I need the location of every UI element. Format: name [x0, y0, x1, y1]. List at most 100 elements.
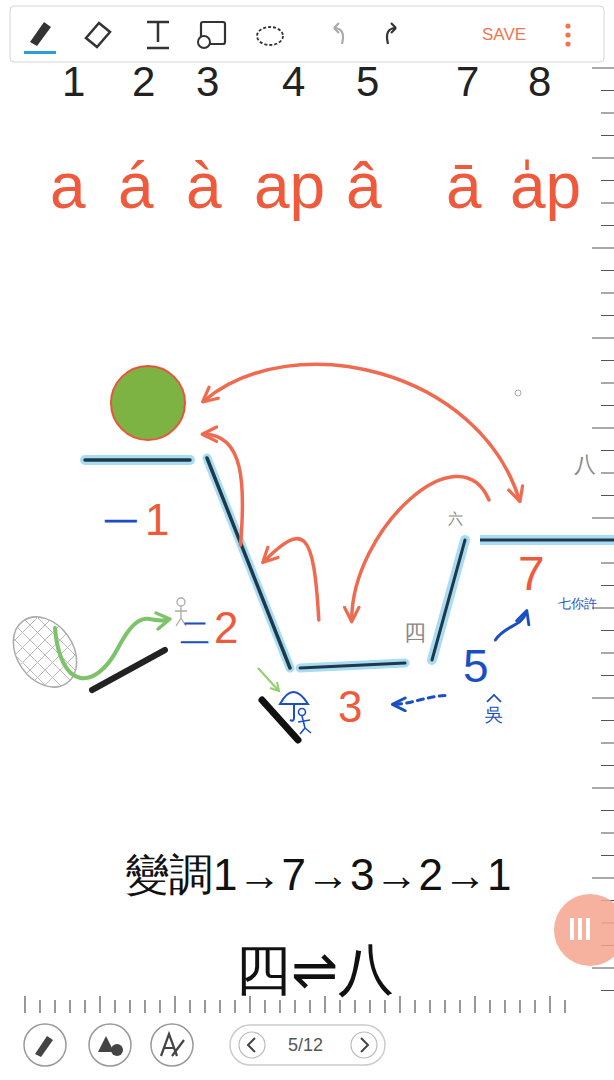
- tone-mark: a̍p: [510, 150, 581, 224]
- green-circle: [111, 366, 185, 440]
- chevron: [248, 1038, 255, 1052]
- tone-label: 二: [180, 616, 210, 651]
- umbrella-handle: [290, 704, 294, 721]
- label-holder: SAVE: [482, 25, 526, 45]
- grey-note: 八: [574, 452, 596, 477]
- tone-one: 一1: [85, 360, 204, 546]
- highlight: [207, 458, 290, 668]
- logo-badge: [554, 894, 614, 966]
- label-holder: 8: [528, 58, 551, 106]
- sandhi-arrow: [352, 476, 489, 620]
- label-holder: ap: [254, 150, 325, 224]
- convert-glyph: [161, 1034, 184, 1056]
- tone-mark: á: [118, 150, 154, 224]
- tone-swap: 四⇌八: [235, 938, 394, 1002]
- label-holder: 四: [404, 620, 426, 645]
- tone-contour: [85, 458, 614, 668]
- next-button: [351, 1032, 377, 1058]
- tone-note: 1: [145, 495, 169, 546]
- label-holder: a̍p: [510, 150, 581, 224]
- label-holder: 1: [62, 58, 85, 106]
- figure-head: [177, 598, 185, 606]
- tone-five: 5吳: [445, 640, 529, 726]
- ruler: [592, 68, 614, 991]
- shape-glyph: [111, 1044, 123, 1056]
- circumflex-mark: [487, 695, 501, 702]
- label-holder: â: [346, 150, 382, 224]
- label-holder: 5/12: [288, 1035, 323, 1056]
- tone-note: 2: [214, 603, 238, 654]
- dot: [515, 390, 521, 396]
- green-arrow: [258, 668, 278, 690]
- page-number: 5/12: [288, 1035, 323, 1056]
- tone-label: 5: [463, 640, 489, 693]
- tone-label: 7: [518, 546, 545, 601]
- prev-button: [239, 1032, 265, 1058]
- label-holder: 四⇌八: [235, 938, 394, 1002]
- save-button: SAVE: [482, 25, 526, 45]
- label-holder: 5: [356, 58, 379, 106]
- tone-number: 3: [196, 58, 219, 106]
- slope-line: [432, 540, 465, 660]
- tone-mark: ā: [446, 150, 482, 224]
- mesh-lines: [0, 565, 90, 745]
- figure-head: [299, 709, 306, 716]
- lasso-icon: [257, 27, 283, 45]
- sandhi-arrow: [204, 434, 243, 545]
- sandhi-arrow: [495, 612, 526, 640]
- green-arrowhead: [270, 682, 279, 691]
- label-holder: 3: [196, 58, 219, 106]
- tone-mark: â: [346, 150, 382, 224]
- redo-icon: [387, 23, 396, 44]
- umbrella: [280, 692, 308, 704]
- pen-button: [24, 1024, 66, 1066]
- tone-mark: à: [186, 150, 222, 224]
- tone-number: 7: [456, 58, 479, 106]
- menu-dot: [565, 41, 570, 46]
- green-arrowhead: [156, 613, 170, 629]
- label-holder: 變調1→7→3→2→1: [125, 850, 511, 901]
- convert-button: [151, 1024, 193, 1066]
- level-line: [85, 458, 190, 462]
- tone-two: 二2: [170, 545, 264, 654]
- chevron: [361, 1038, 368, 1052]
- highlight: [300, 663, 405, 668]
- menu-dot: [565, 23, 570, 28]
- logo-mark: [572, 918, 588, 940]
- green-arrow: [55, 619, 166, 678]
- sandhi-arrow: [264, 539, 319, 620]
- toolbar: [10, 6, 604, 62]
- label-holder: 4: [282, 58, 305, 106]
- pen-glyph: [35, 1036, 53, 1057]
- shape-button: [89, 1024, 131, 1066]
- highlight: [432, 540, 465, 660]
- level-line: [480, 539, 614, 542]
- level-line: [300, 663, 405, 668]
- slope-line: [207, 458, 290, 668]
- tone-seven: 7七你許: [478, 500, 614, 612]
- label-holder: 7: [456, 58, 479, 106]
- page-pill: [230, 1025, 385, 1065]
- tone-mark: ap: [254, 150, 325, 224]
- tone-label: 3: [338, 682, 362, 733]
- undo-icon: [334, 23, 343, 44]
- label-holder: á: [118, 150, 154, 224]
- highlight: [85, 455, 190, 465]
- label-holder: à: [186, 150, 222, 224]
- label-holder: ā: [446, 150, 482, 224]
- highlight: [480, 535, 614, 545]
- label-holder: 八: [574, 452, 596, 477]
- label-holder: 六: [448, 510, 463, 528]
- sandhi-rule: 變調1→7→3→2→1: [125, 850, 511, 901]
- tone-number: 8: [528, 58, 551, 106]
- stroke-mark: [262, 700, 298, 740]
- tone-note: 吳: [485, 705, 503, 726]
- tone-number: 2: [132, 58, 155, 106]
- tone-number: 5: [356, 58, 379, 106]
- figure-body: [298, 716, 311, 734]
- image-plus: [198, 36, 210, 48]
- tone-three: 3: [300, 620, 394, 733]
- tone-number: 4: [282, 58, 305, 106]
- tone-mark: a: [50, 150, 86, 224]
